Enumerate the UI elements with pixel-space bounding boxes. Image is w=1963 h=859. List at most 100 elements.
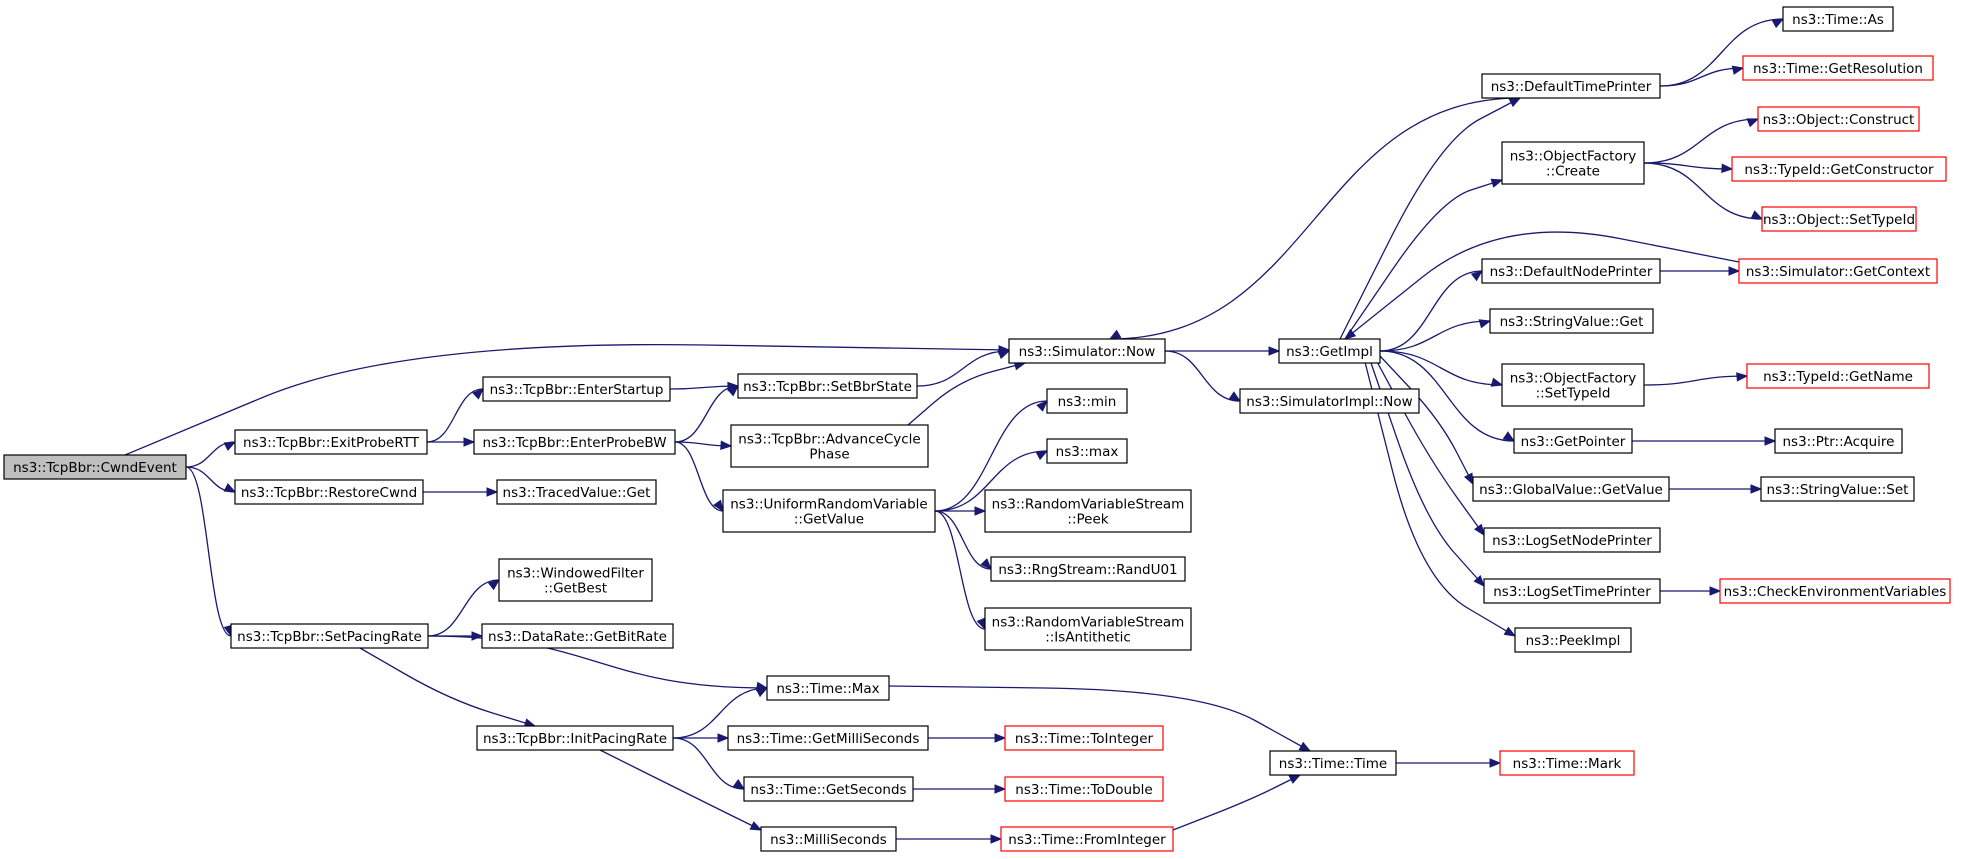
node-objconstruct[interactable]: ns3::Object::Construct	[1757, 106, 1920, 132]
node-frominteger[interactable]: ns3::Time::FromInteger	[1000, 826, 1174, 852]
call-edge-cwnd-to-restorecwnd	[185, 466, 237, 493]
node-box	[1483, 578, 1661, 604]
node-getseconds[interactable]: ns3::Time::GetSeconds	[743, 776, 914, 802]
node-timemark[interactable]: ns3::Time::Mark	[1499, 750, 1635, 776]
node-stringvalueset[interactable]: ns3::StringValue::Set	[1760, 476, 1915, 502]
node-box	[1742, 55, 1934, 81]
node-getresolution[interactable]: ns3::Time::GetResolution	[1742, 55, 1934, 81]
node-box	[1269, 750, 1397, 776]
node-typeidgetname[interactable]: ns3::TypeId::GetName	[1746, 363, 1930, 389]
arrowhead	[1771, 18, 1785, 29]
call-edge-gvgetvalue-to-stringvalueset	[1669, 484, 1763, 494]
node-label: ns3::TcpBbr::EnterProbeBW	[482, 435, 666, 451]
node-box	[766, 675, 890, 701]
node-box	[1782, 6, 1894, 32]
node-simgetcontext[interactable]: ns3::Simulator::GetContext	[1738, 258, 1938, 284]
node-logsetnodeprinter[interactable]: ns3::LogSetNodePrinter	[1483, 527, 1661, 553]
call-edge-initpacingrate-to-timemax	[672, 687, 769, 739]
node-getimpl[interactable]: ns3::GetImpl	[1278, 338, 1381, 364]
node-urvgetvalue[interactable]: ns3::UniformRandomVariable::GetValue	[722, 489, 936, 533]
call-edge-defaulttimeprinter-to-timeas	[1659, 18, 1785, 87]
node-initpacingrate[interactable]: ns3::TcpBbr::InitPacingRate	[476, 725, 674, 751]
node-box	[1501, 363, 1645, 407]
node-box	[984, 607, 1192, 651]
node-randu01[interactable]: ns3::RngStream::RandU01	[990, 556, 1186, 582]
node-box	[1483, 527, 1661, 553]
node-milliseconds[interactable]: ns3::MilliSeconds	[760, 826, 897, 852]
node-label: ns3::RandomVariableStream	[992, 497, 1185, 513]
node-getmilliseconds[interactable]: ns3::Time::GetMilliSeconds	[727, 725, 929, 751]
node-defaulttimeprinter[interactable]: ns3::DefaultTimePrinter	[1481, 73, 1661, 99]
node-getconstructor[interactable]: ns3::TypeId::GetConstructor	[1731, 156, 1947, 182]
node-enterstartup[interactable]: ns3::TcpBbr::EnterStartup	[482, 376, 671, 402]
arrowhead	[223, 483, 237, 493]
node-setpacingrate[interactable]: ns3::TcpBbr::SetPacingRate	[230, 623, 429, 649]
node-box	[984, 489, 1192, 533]
node-isantithetic[interactable]: ns3::RandomVariableStream::IsAntithetic	[984, 607, 1192, 651]
node-label: ns3::Object::SetTypeId	[1763, 212, 1915, 228]
node-enterprobebw[interactable]: ns3::TcpBbr::EnterProbeBW	[473, 429, 676, 455]
node-getpointer[interactable]: ns3::GetPointer	[1513, 428, 1633, 454]
node-peekimpl[interactable]: ns3::PeekImpl	[1514, 627, 1632, 653]
node-exitprobertt[interactable]: ns3::TcpBbr::ExitProbeRTT	[234, 429, 428, 455]
node-box	[1731, 156, 1947, 182]
node-stringvalueget[interactable]: ns3::StringValue::Get	[1489, 308, 1654, 334]
node-cwnd[interactable]: ns3::TcpBbr::CwndEvent	[3, 454, 187, 480]
call-edge-simnow-to-getimpl	[1164, 346, 1281, 356]
node-objsettypeid[interactable]: ns3::Object::SetTypeId	[1761, 206, 1917, 232]
node-tracedvalueget[interactable]: ns3::TracedValue::Get	[496, 479, 657, 505]
node-box	[230, 623, 429, 649]
node-label: ::Create	[1546, 164, 1600, 180]
call-edge-setpacingrate-to-windowedfilter	[427, 579, 501, 637]
node-simnow[interactable]: ns3::Simulator::Now	[1008, 338, 1166, 364]
arrowhead	[1478, 319, 1492, 329]
node-box	[1514, 627, 1632, 653]
node-windowedfilter[interactable]: ns3::WindowedFilter::GetBest	[498, 558, 653, 602]
node-box	[1499, 750, 1635, 776]
node-min[interactable]: ns3::min	[1046, 388, 1128, 414]
node-rvspeek[interactable]: ns3::RandomVariableStream::Peek	[984, 489, 1192, 533]
node-label: ns3::UniformRandomVariable	[730, 497, 928, 513]
node-todouble[interactable]: ns3::Time::ToDouble	[1004, 776, 1164, 802]
node-label: ns3::SimulatorImpl::Now	[1246, 394, 1412, 410]
node-label: ::SetTypeId	[1536, 386, 1611, 402]
call-edge-getimpl-to-logsetnodeprinter	[1374, 357, 1485, 537]
call-edge-initpacingrate-to-getmilliseconds	[673, 733, 730, 743]
node-box	[1046, 438, 1128, 464]
node-logsettimeprinter[interactable]: ns3::LogSetTimePrinter	[1483, 578, 1661, 604]
node-ofsettypeid[interactable]: ns3::ObjectFactory::SetTypeId	[1501, 363, 1645, 407]
node-tointeger[interactable]: ns3::Time::ToInteger	[1004, 725, 1164, 751]
node-label: ::IsAntithetic	[1045, 630, 1131, 646]
call-edge-getimpl-to-logsettimeprinter	[1369, 359, 1485, 588]
call-edge-initpacingrate-to-milliseconds	[599, 749, 763, 831]
call-edge-getseconds-to-todouble	[912, 784, 1007, 794]
call-edge-getimpl-to-ofsettypeid	[1379, 350, 1504, 387]
arrowhead	[755, 687, 769, 698]
node-setbbrstate[interactable]: ns3::TcpBbr::SetBbrState	[737, 373, 918, 399]
node-restorecwnd[interactable]: ns3::TcpBbr::RestoreCwnd	[234, 479, 424, 505]
arrowhead	[223, 441, 237, 451]
call-edge-ofsettypeid-to-typeidgetname	[1643, 372, 1749, 386]
node-timemax[interactable]: ns3::Time::Max	[766, 675, 890, 701]
node-timeas[interactable]: ns3::Time::As	[1782, 6, 1894, 32]
node-defaultnodeprinter[interactable]: ns3::DefaultNodePrinter	[1481, 258, 1661, 284]
arrowhead	[1463, 472, 1474, 486]
node-simimplnow[interactable]: ns3::SimulatorImpl::Now	[1239, 388, 1420, 414]
arrowhead	[1721, 163, 1734, 174]
node-label: ns3::Simulator::GetContext	[1746, 264, 1930, 280]
node-ptracquire[interactable]: ns3::Ptr::Acquire	[1774, 428, 1903, 454]
node-timetime[interactable]: ns3::Time::Time	[1269, 750, 1397, 776]
node-box	[730, 424, 929, 468]
call-edge-logsettimeprinter-to-checkenv	[1660, 586, 1722, 596]
node-label: ns3::DefaultTimePrinter	[1491, 79, 1652, 95]
node-checkenv[interactable]: ns3::CheckEnvironmentVariables	[1719, 578, 1951, 604]
node-max[interactable]: ns3::max	[1046, 438, 1128, 464]
node-getbitrate[interactable]: ns3::DataRate::GetBitRate	[481, 623, 674, 649]
node-box	[1278, 338, 1381, 364]
node-ofcreate[interactable]: ns3::ObjectFactory::Create	[1501, 141, 1645, 185]
node-label: ns3::Time::ToInteger	[1015, 731, 1154, 747]
node-label: ns3::Time::As	[1792, 12, 1884, 28]
node-gvgetvalue[interactable]: ns3::GlobalValue::GetValue	[1472, 476, 1670, 502]
call-edges	[124, 18, 1785, 844]
